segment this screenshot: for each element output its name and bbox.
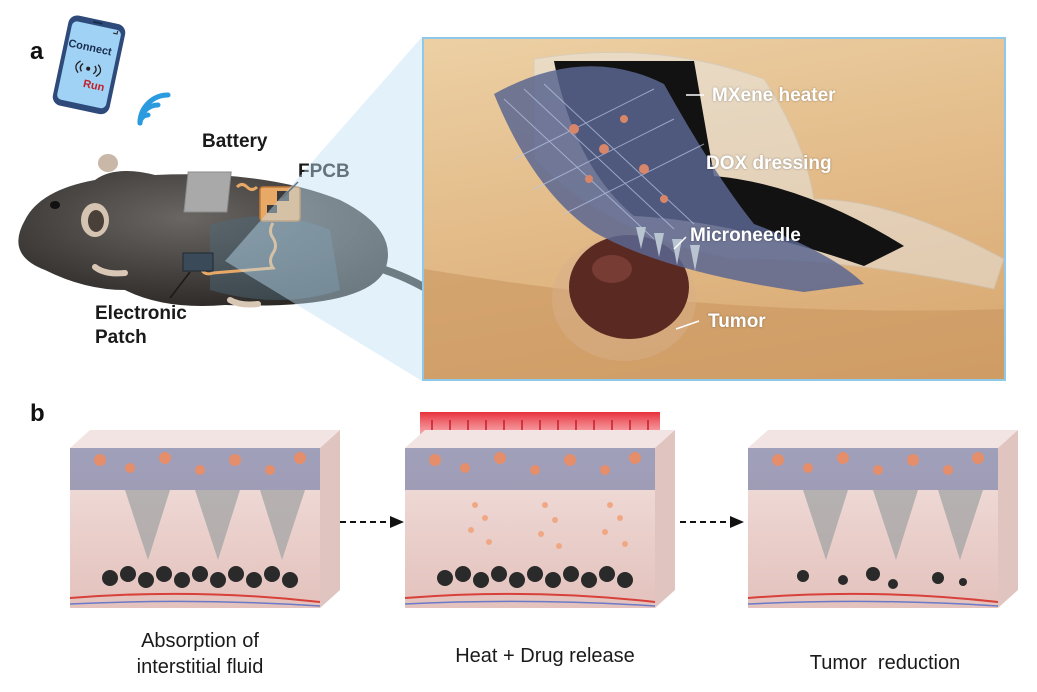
electronic-patch-label: Electronic Patch xyxy=(95,303,187,348)
stage-2-tissue-block xyxy=(404,430,675,608)
microneedle-label: Microneedle xyxy=(690,225,801,246)
fpcb-label: FPCB xyxy=(298,161,350,182)
arrow-1-icon xyxy=(340,516,404,528)
inset-panel: MXene heater DOX dressing Microneedle Tu… xyxy=(422,37,1006,381)
stage-3-tissue-block xyxy=(747,430,1018,608)
stage-1-tissue-block xyxy=(69,430,340,608)
inset-scene xyxy=(424,51,1004,379)
inset-projection xyxy=(225,37,422,381)
dox-dressing-label: DOX dressing xyxy=(706,153,832,174)
patch-leader-line xyxy=(169,271,191,299)
stage-2-caption: Heat + Drug release xyxy=(455,645,635,667)
mxene-heater-label: MXene heater xyxy=(712,85,836,106)
mouse-illustration xyxy=(18,154,449,308)
phone-icon xyxy=(52,15,126,115)
tumor-label: Tumor xyxy=(708,311,766,332)
stage-1-caption: Absorption of interstitial fluid xyxy=(136,630,264,678)
wifi-icon xyxy=(137,92,171,126)
panel-a-label: a xyxy=(30,38,44,65)
battery-label: Battery xyxy=(202,131,268,152)
stage-3-caption: Tumor reduction xyxy=(809,652,961,674)
panel-b-label: b xyxy=(30,400,45,427)
arrow-2-icon xyxy=(680,516,744,528)
fpcb-leader-line xyxy=(281,181,299,199)
